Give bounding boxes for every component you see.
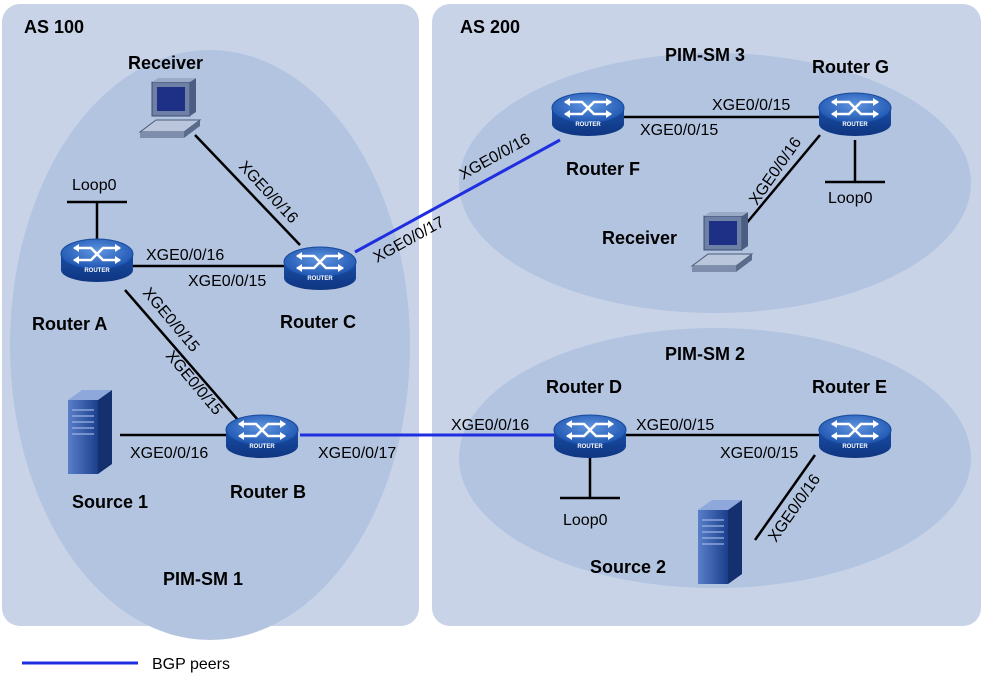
bgp-link-c-f bbox=[354, 138, 561, 254]
pim-sm3-domain bbox=[459, 53, 971, 313]
router-c-label: Router C bbox=[280, 312, 356, 332]
svg-text:ROUTER: ROUTER bbox=[84, 268, 110, 274]
router-b-icon: ROUTER bbox=[224, 413, 300, 460]
pim-sm2-domain bbox=[459, 328, 971, 588]
if-b-to-source1: XGE0/0/16 bbox=[130, 445, 208, 462]
source2-label: Source 2 bbox=[590, 557, 666, 577]
router-f-label: Router F bbox=[566, 159, 640, 179]
if-e-to-d: XGE0/0/15 bbox=[720, 445, 798, 462]
loop0-g-label: Loop0 bbox=[828, 190, 873, 207]
pim-sm1-label: PIM-SM 1 bbox=[163, 569, 243, 589]
if-b-to-d: XGE0/0/17 bbox=[318, 445, 396, 462]
link-e-source2 bbox=[753, 454, 817, 541]
pim-sm2-label: PIM-SM 2 bbox=[665, 344, 745, 364]
if-g-to-f: XGE0/0/15 bbox=[712, 97, 790, 114]
source2-server-icon bbox=[697, 499, 743, 585]
pim-sm3-label: PIM-SM 3 bbox=[665, 45, 745, 65]
as100-label: AS 100 bbox=[24, 17, 84, 37]
router-g-icon: ROUTER bbox=[817, 91, 893, 138]
link-a-b bbox=[124, 289, 239, 421]
router-a-label: Router A bbox=[32, 314, 107, 334]
source1-label: Source 1 bbox=[72, 492, 148, 512]
if-f-to-g: XGE0/0/15 bbox=[640, 122, 718, 139]
if-c-to-a: XGE0/0/15 bbox=[188, 273, 266, 290]
source1-server-icon bbox=[67, 389, 113, 475]
loop0-d-label: Loop0 bbox=[563, 512, 608, 529]
pim-sm1-domain bbox=[10, 50, 410, 640]
router-d-label: Router D bbox=[546, 377, 622, 397]
if-d-to-e: XGE0/0/15 bbox=[636, 417, 714, 434]
router-g-label: Router G bbox=[812, 57, 889, 77]
svg-text:ROUTER: ROUTER bbox=[842, 444, 868, 450]
receiver2-label: Receiver bbox=[602, 228, 677, 248]
link-receiver1-c bbox=[194, 134, 301, 246]
loop0-a-label: Loop0 bbox=[72, 177, 117, 194]
svg-text:ROUTER: ROUTER bbox=[575, 122, 601, 128]
receiver1-label: Receiver bbox=[128, 53, 203, 73]
svg-text:ROUTER: ROUTER bbox=[577, 444, 603, 450]
svg-text:ROUTER: ROUTER bbox=[307, 276, 333, 282]
router-f-icon: ROUTER bbox=[550, 91, 626, 138]
link-g-receiver2 bbox=[744, 134, 821, 226]
svg-text:ROUTER: ROUTER bbox=[842, 122, 868, 128]
router-e-label: Router E bbox=[812, 377, 887, 397]
if-d-to-b: XGE0/0/16 bbox=[451, 417, 529, 434]
router-c-icon: ROUTER bbox=[282, 245, 358, 292]
router-d-icon: ROUTER bbox=[552, 413, 628, 460]
svg-text:ROUTER: ROUTER bbox=[249, 444, 275, 450]
router-e-icon: ROUTER bbox=[817, 413, 893, 460]
router-b-label: Router B bbox=[230, 482, 306, 502]
as200-label: AS 200 bbox=[460, 17, 520, 37]
legend-bgp-label: BGP peers bbox=[152, 656, 230, 673]
if-a-to-c: XGE0/0/16 bbox=[146, 247, 224, 264]
router-a-icon: ROUTER bbox=[59, 237, 135, 284]
